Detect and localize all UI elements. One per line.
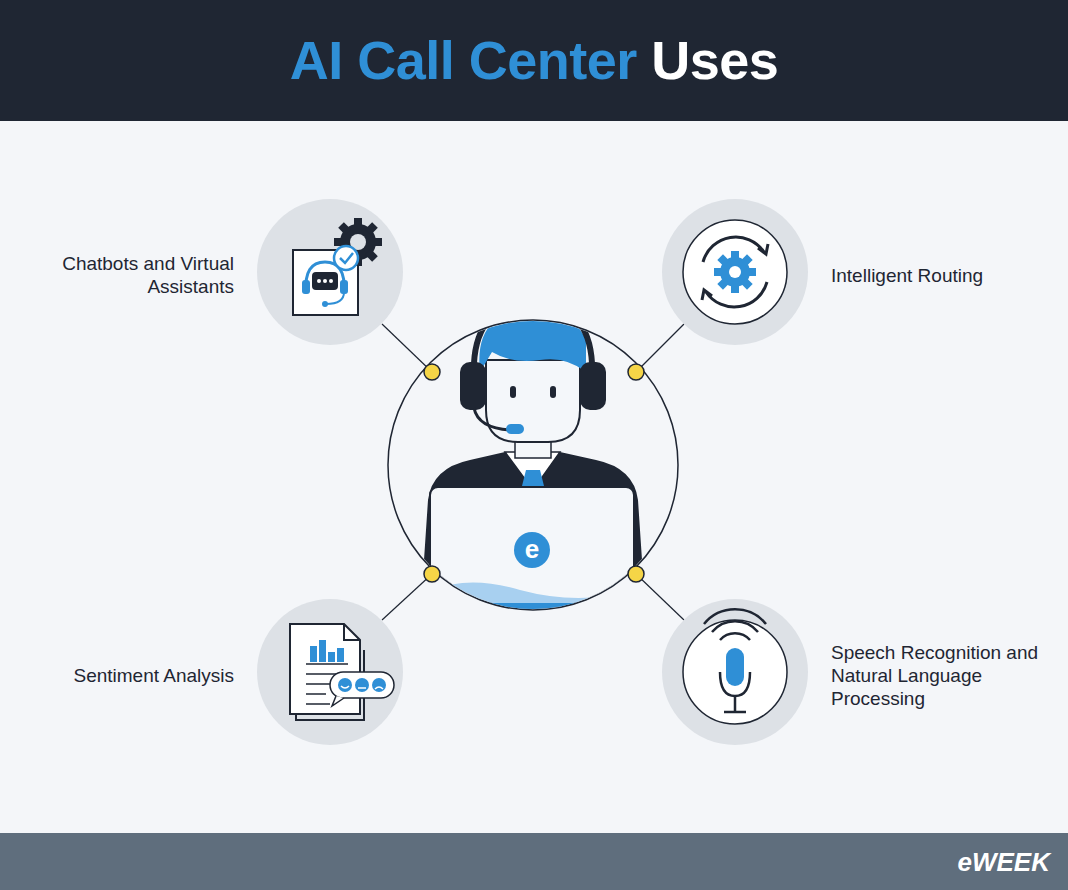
- body-ground: [0, 121, 1068, 833]
- use-label: Speech Recognition and Natural Language …: [831, 641, 1046, 710]
- logo-letter: e: [514, 533, 550, 565]
- use-node: Intelligent Routing: [662, 199, 808, 345]
- use-node: Sentiment Analysis: [257, 599, 403, 745]
- use-label: Intelligent Routing: [831, 264, 1051, 287]
- title-word: AI: [290, 30, 358, 90]
- node-circle: [257, 199, 403, 345]
- title-word: Call: [357, 30, 469, 90]
- watermark: eWEEK: [920, 846, 1050, 878]
- node-circle: [662, 599, 808, 745]
- sentiment-icon: [290, 624, 394, 720]
- microphone-icon: [683, 609, 787, 724]
- footer-bar: [0, 833, 1068, 890]
- use-node: Chatbots and Virtual Assistants: [257, 199, 403, 345]
- node-circle: [662, 199, 808, 345]
- title-word: Center: [469, 30, 652, 90]
- agent-illustration: [400, 302, 666, 620]
- use-label: Sentiment Analysis: [34, 664, 234, 687]
- routing-icon: [683, 220, 787, 324]
- title-word: Uses: [651, 30, 778, 90]
- node-circle: [257, 599, 403, 745]
- use-node: Speech Recognition and Natural Language …: [662, 599, 808, 745]
- chatbot-icon: [293, 218, 382, 315]
- use-label: Chatbots and Virtual Assistants: [34, 252, 234, 298]
- agent-circle: [388, 320, 678, 610]
- junction-dots: [424, 364, 644, 582]
- header-bar: [0, 0, 1068, 121]
- title: AI Call Center Uses: [0, 0, 1068, 120]
